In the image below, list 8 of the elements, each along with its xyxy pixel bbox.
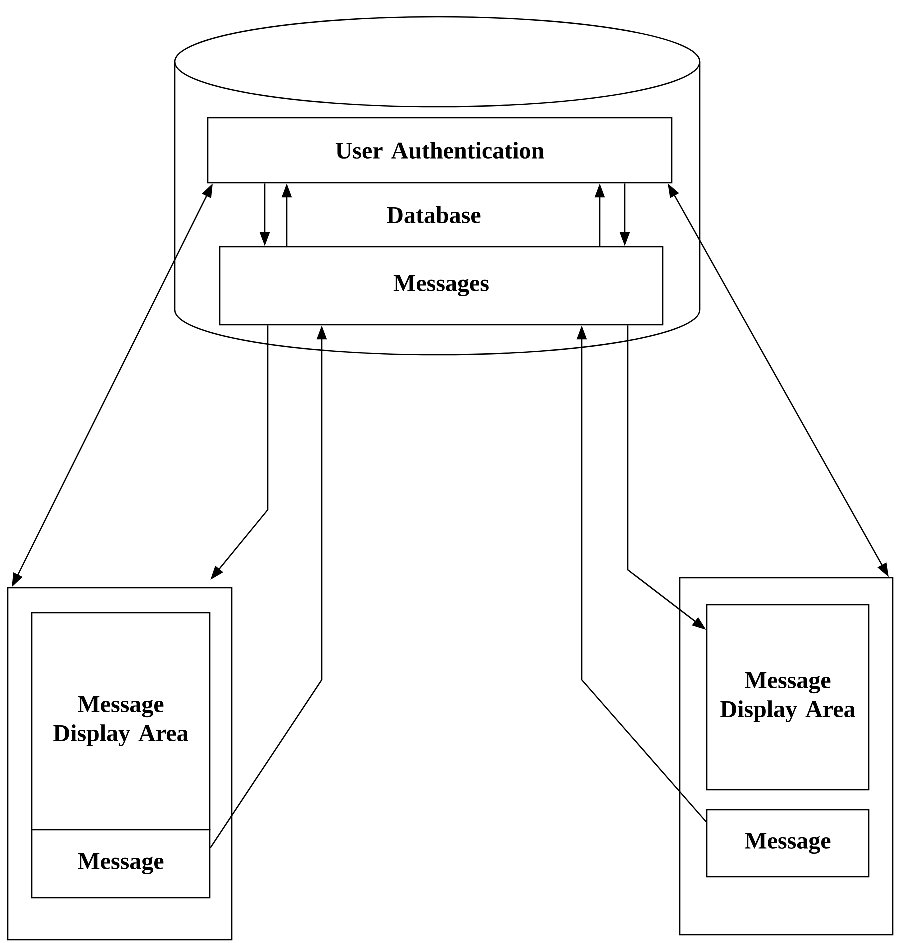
text-box: Message Display Area bbox=[706, 604, 870, 791]
text-box: User Authentication bbox=[207, 117, 673, 184]
text-box: Message bbox=[31, 829, 211, 899]
text-box: Message bbox=[706, 809, 870, 878]
client-window-frame bbox=[679, 577, 894, 936]
client-window-frame bbox=[7, 587, 233, 941]
text-box: Messages bbox=[219, 246, 664, 326]
node-label: Database bbox=[387, 206, 481, 224]
